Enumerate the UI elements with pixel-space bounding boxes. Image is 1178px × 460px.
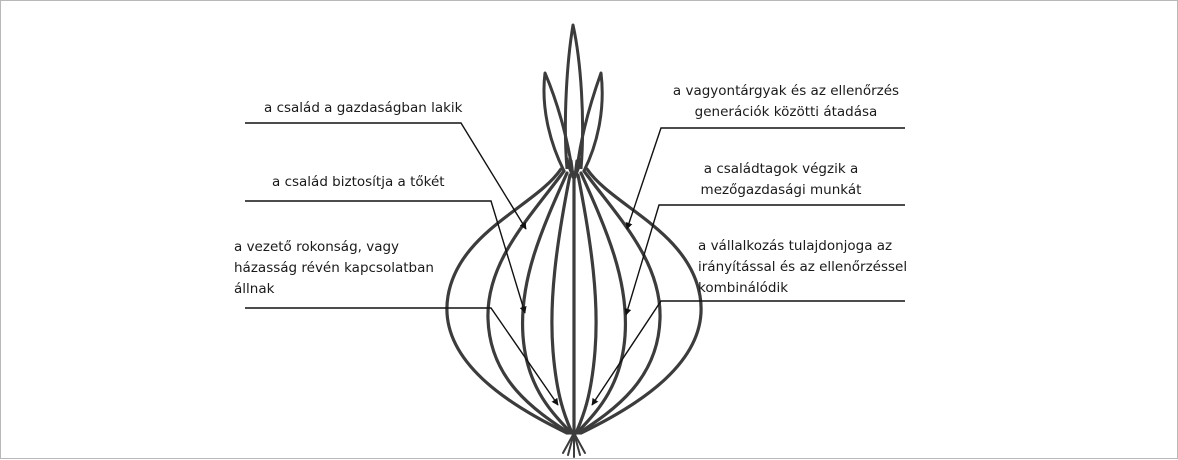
label-line: házasság révén kapcsolatban bbox=[234, 258, 434, 279]
label-line: a család a gazdaságban lakik bbox=[264, 98, 463, 119]
leader-line-right-3 bbox=[592, 301, 905, 405]
label-family-lives-on-farm: a család a gazdaságban lakik bbox=[264, 98, 463, 119]
label-line: a vezető rokonság, vagy bbox=[234, 237, 434, 258]
onion-sprout bbox=[544, 25, 602, 171]
label-line: a vagyontárgyak és az ellenőrzés bbox=[661, 81, 911, 102]
bulb-layer-right-3 bbox=[576, 175, 596, 433]
label-family-provides-capital: a család biztosítja a tőkét bbox=[272, 172, 445, 193]
label-family-does-farm-work: a családtagok végzik a mezőgazdasági mun… bbox=[683, 159, 879, 201]
label-line: mezőgazdasági munkát bbox=[683, 180, 879, 201]
onion-bulb bbox=[447, 159, 701, 433]
label-line: kombinálódik bbox=[698, 278, 907, 299]
label-line: a család biztosítja a tőkét bbox=[272, 172, 445, 193]
bulb-layer-left-3 bbox=[552, 175, 572, 433]
label-line: irányítással és az ellenőrzéssel bbox=[698, 257, 907, 278]
leader-line-left-3 bbox=[245, 308, 558, 405]
bulb-outer-left bbox=[447, 169, 567, 433]
label-line: a vállalkozás tulajdonjoga az bbox=[698, 236, 907, 257]
label-line: állnak bbox=[234, 279, 434, 300]
onion-roots bbox=[563, 433, 585, 457]
label-ownership-combined-with-control: a vállalkozás tulajdonjoga az irányításs… bbox=[698, 236, 907, 299]
label-managers-related: a vezető rokonság, vagy házasság révén k… bbox=[234, 237, 434, 300]
label-intergenerational-transfer: a vagyontárgyak és az ellenőrzés generác… bbox=[661, 81, 911, 123]
label-line: a családtagok végzik a bbox=[683, 159, 879, 180]
label-line: generációk közötti átadása bbox=[661, 102, 911, 123]
